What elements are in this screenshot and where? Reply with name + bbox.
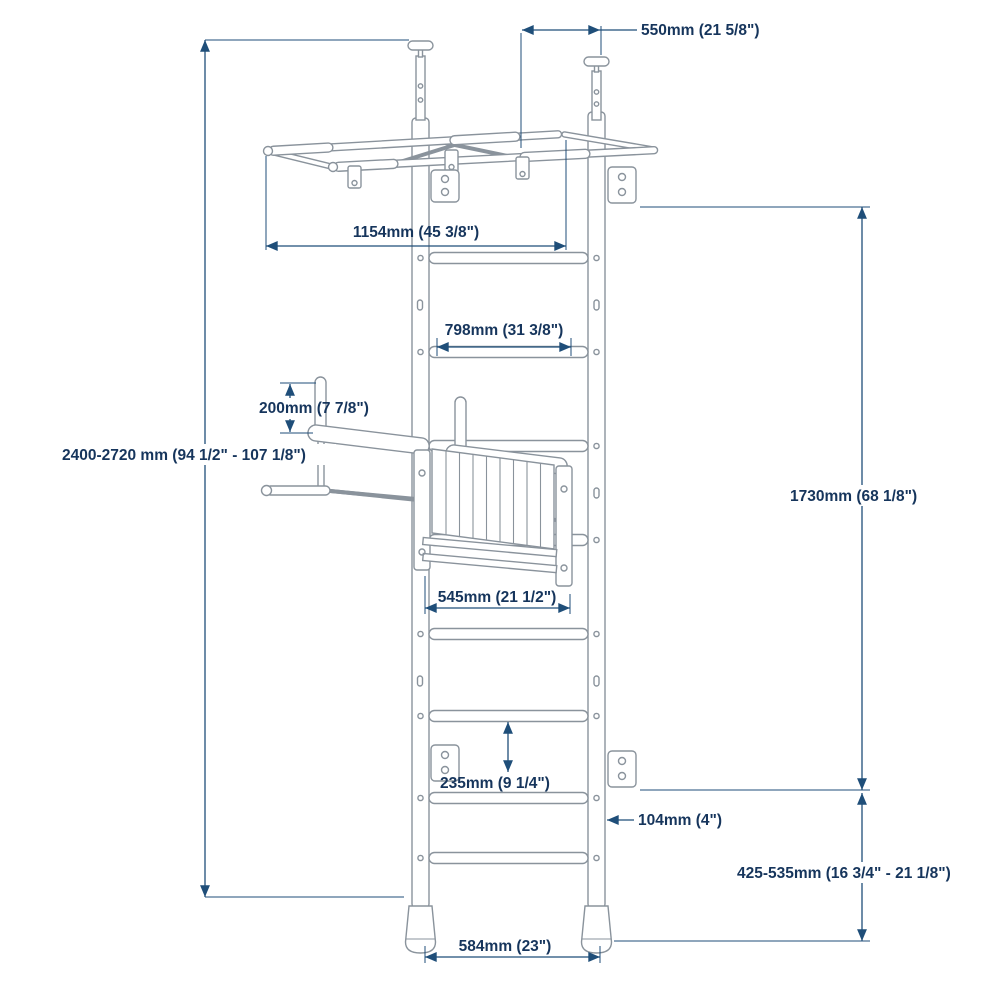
left-support-plate bbox=[413, 449, 431, 571]
right-support-plate bbox=[555, 465, 573, 587]
lower-cross-tube bbox=[421, 552, 558, 574]
left-ceiling-cap bbox=[407, 40, 434, 51]
dim-pullup-bar-width: 1154mm (45 3/8") bbox=[265, 140, 567, 251]
dim-lower-mount-height: 425-535mm (16 3/4" - 21 1/8") bbox=[614, 793, 985, 942]
vertical-rails bbox=[411, 111, 606, 909]
left-foot bbox=[404, 905, 437, 954]
wall-brackets bbox=[430, 166, 637, 788]
dim-base-width: 584mm (23") bbox=[424, 938, 601, 963]
wall-bracket-bottom-right bbox=[607, 750, 637, 788]
backrest-pad bbox=[431, 448, 555, 550]
rung bbox=[428, 627, 589, 641]
dim-handle-height-label: 200mm (7 7/8") bbox=[259, 400, 369, 417]
dim-rung-spacing-label: 235mm (9 1/4") bbox=[440, 775, 550, 792]
dim-lower-mount-height-label: 425-535mm (16 3/4" - 21 1/8") bbox=[737, 865, 951, 882]
right-foot bbox=[580, 905, 613, 954]
dim-rung-spacing: 235mm (9 1/4") bbox=[440, 722, 550, 792]
rung bbox=[428, 791, 589, 805]
dim-total-height-label: 2400-2720 mm (94 1/2" - 107 1/8") bbox=[62, 447, 306, 464]
wall-bars-structure bbox=[260, 40, 659, 954]
dim-depth-top: 550mm (21 5/8") bbox=[520, 22, 760, 148]
dim-pullup-bar-width-label: 1154mm (45 3/8") bbox=[353, 224, 479, 241]
dim-frame-width: 798mm (31 3/8") bbox=[436, 322, 572, 356]
dim-dip-station-width-label: 545mm (21 1/2") bbox=[438, 589, 557, 606]
right-ceiling-cap bbox=[583, 56, 610, 67]
rung bbox=[428, 851, 589, 865]
dimension-annotations: 2400-2720 mm (94 1/2" - 107 1/8") 1730mm… bbox=[58, 22, 985, 963]
dim-wall-mount-span: 1730mm (68 1/8") bbox=[640, 206, 936, 791]
dim-wall-mount-span-label: 1730mm (68 1/8") bbox=[790, 488, 917, 505]
dim-bracket-offset: 104mm (4") bbox=[607, 812, 722, 829]
wall-bracket-top-right bbox=[607, 166, 637, 204]
pullup-bar-assembly bbox=[262, 130, 659, 189]
grip-section bbox=[268, 142, 334, 156]
rung bbox=[428, 345, 589, 359]
ceiling-extension-posts bbox=[407, 40, 610, 121]
dim-dip-station-width: 545mm (21 1/2") bbox=[424, 576, 571, 614]
grip-section bbox=[519, 148, 591, 163]
grip-section bbox=[333, 158, 399, 172]
lower-cross-tube bbox=[421, 536, 558, 558]
wall-bracket-bottom-left bbox=[430, 744, 460, 782]
rung bbox=[428, 251, 589, 265]
dim-bracket-offset-label: 104mm (4") bbox=[638, 812, 722, 829]
grip-section bbox=[449, 131, 521, 146]
right-rail bbox=[587, 111, 606, 909]
dim-base-width-label: 584mm (23") bbox=[459, 938, 552, 955]
right-extension-post bbox=[591, 70, 602, 121]
dim-frame-width-label: 798mm (31 3/8") bbox=[445, 322, 564, 339]
dip-station bbox=[260, 376, 573, 587]
dim-handle-height: 200mm (7 7/8") bbox=[259, 382, 369, 434]
left-armrest-pad bbox=[307, 424, 430, 455]
dim-total-height: 2400-2720 mm (94 1/2" - 107 1/8") bbox=[58, 39, 409, 898]
front-grab-bar bbox=[265, 485, 331, 496]
dim-depth-top-label: 550mm (21 5/8") bbox=[641, 22, 760, 39]
rung bbox=[428, 709, 589, 723]
backrest-stitching bbox=[445, 450, 542, 548]
wall-bracket-top-left bbox=[430, 169, 460, 203]
